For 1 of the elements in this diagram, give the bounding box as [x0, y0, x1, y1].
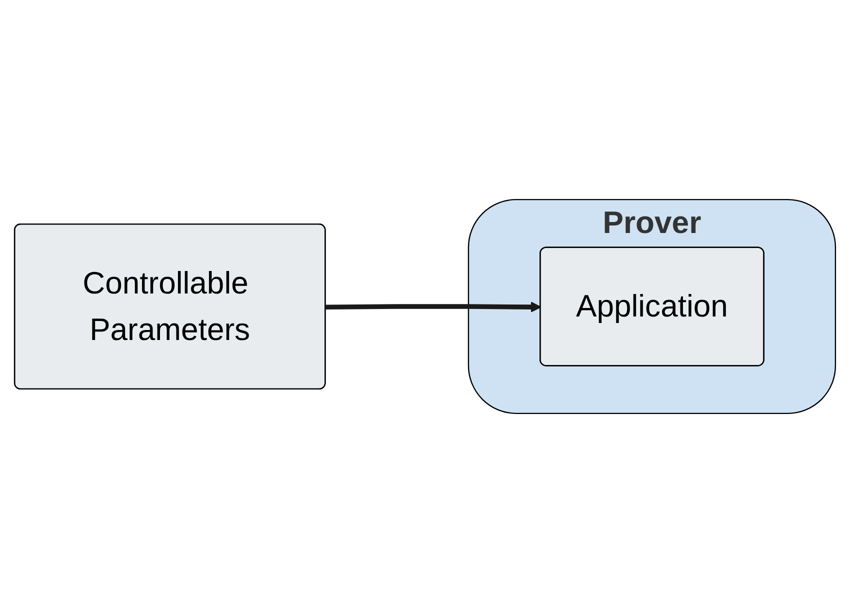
arrow: [326, 302, 542, 312]
